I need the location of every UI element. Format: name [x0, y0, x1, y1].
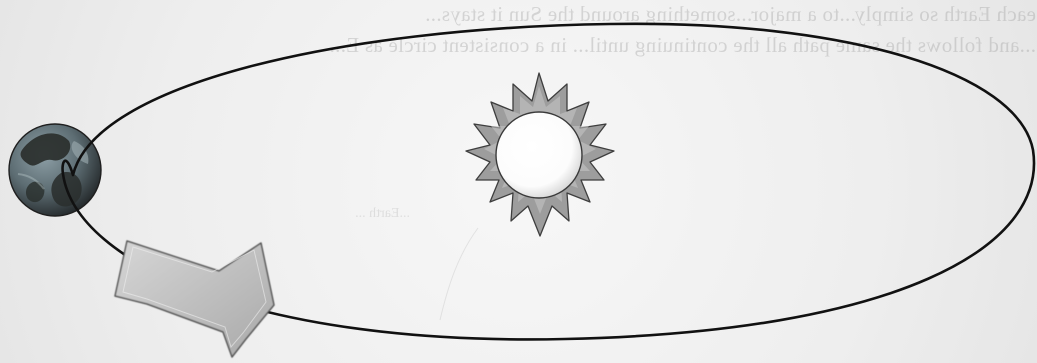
direction-arrow-icon [115, 241, 274, 357]
faint-show-through-curve [440, 228, 478, 320]
earth-icon [9, 124, 101, 216]
sun-icon [466, 73, 614, 236]
